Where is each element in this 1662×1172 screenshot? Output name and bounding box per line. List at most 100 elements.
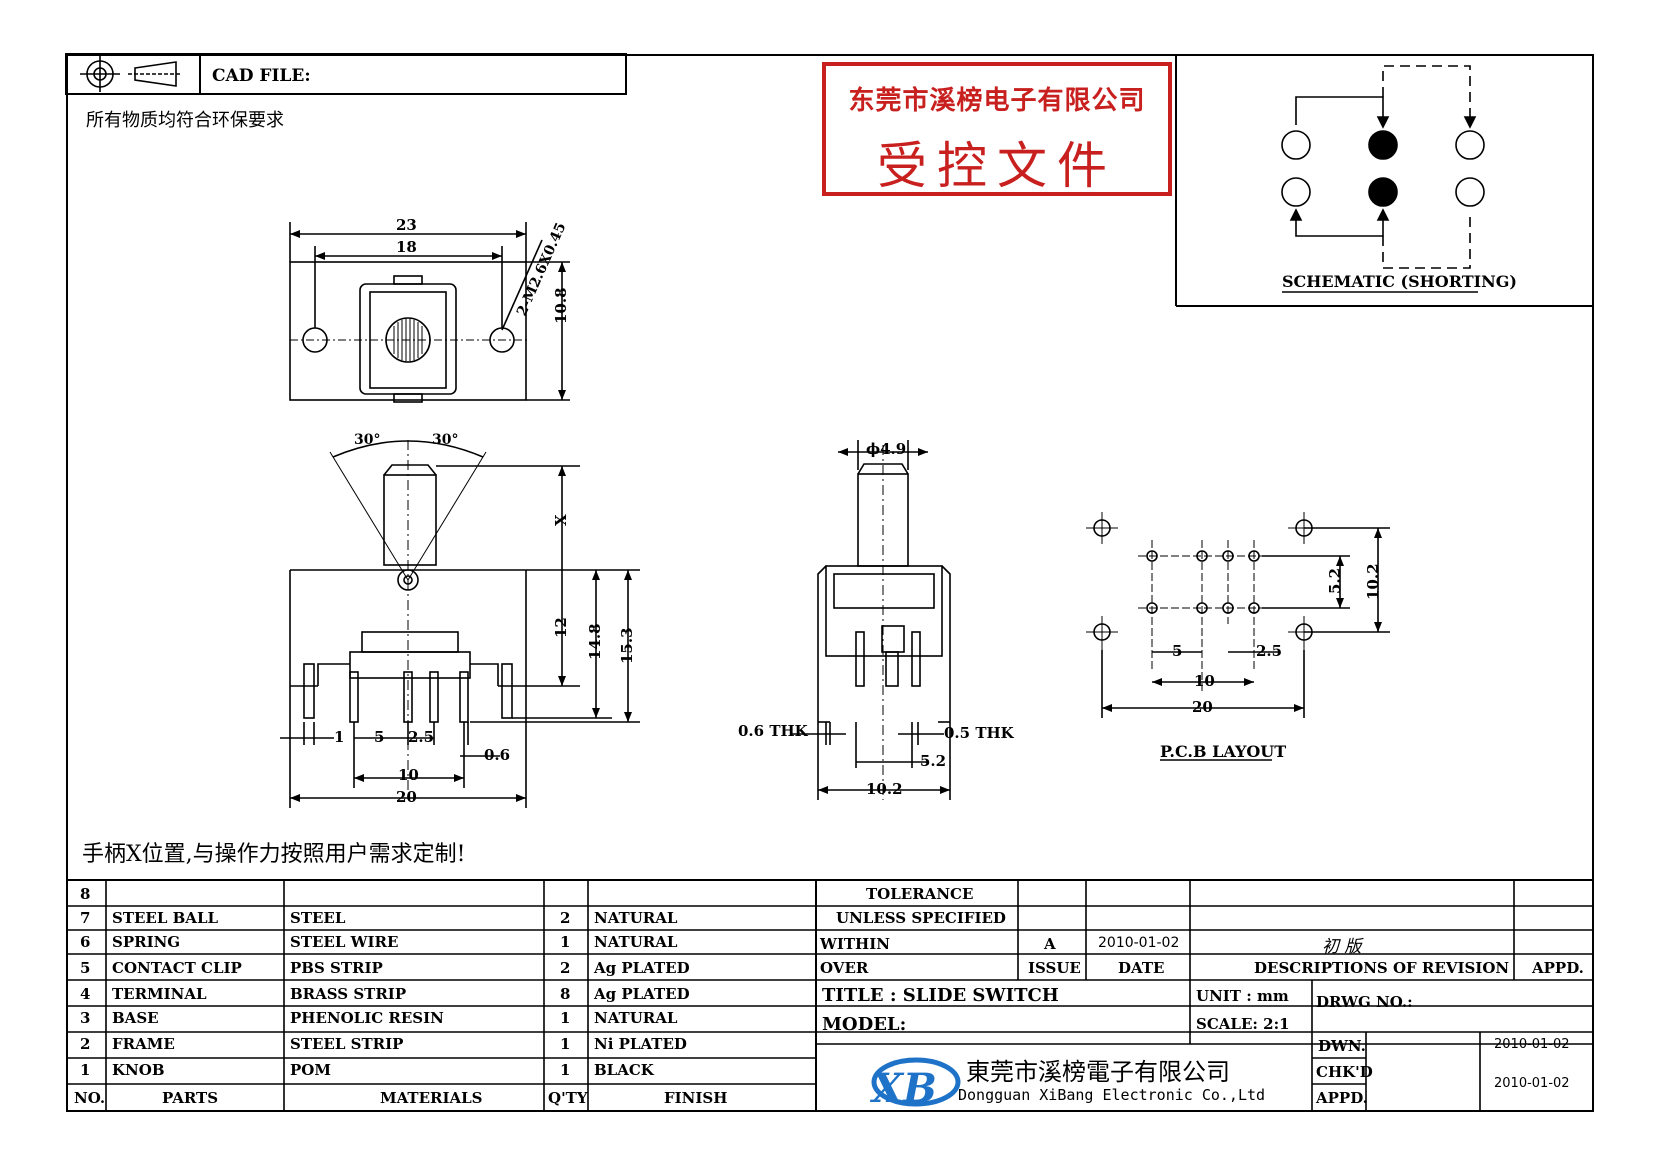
- pcb-dim-2-5: 2.5: [1256, 642, 1283, 660]
- rev-description: 初 版: [1322, 937, 1362, 957]
- bom-no: 2: [80, 1035, 91, 1053]
- dim-0-5-thk: 0.5 THK: [944, 724, 1014, 742]
- dwn-date: 2010-01-02: [1494, 1037, 1570, 1052]
- bom-finish: Ag PLATED: [594, 985, 690, 1003]
- bom-header-parts: PARTS: [162, 1089, 219, 1107]
- bom-part: SPRING: [112, 933, 181, 951]
- dim-14-8: 14.8: [586, 623, 604, 660]
- dim-dia-4-9: ϕ4.9: [866, 440, 907, 458]
- dim-23: 23: [396, 216, 417, 234]
- within-label: WITHIN: [820, 935, 890, 953]
- projection-symbol-icon: [80, 56, 182, 92]
- dim-10: 10: [398, 766, 419, 784]
- company-name-cn: 東莞市溪榜電子有限公司: [966, 1058, 1230, 1086]
- pcb-dim-20: 20: [1192, 698, 1213, 716]
- appd-rev-label: APPD.: [1532, 959, 1584, 977]
- bom-no: 8: [80, 885, 91, 903]
- controlled-document-stamp: 东莞市溪榜电子有限公司 受控文件: [822, 62, 1172, 196]
- bom-material: PBS STRIP: [290, 959, 383, 977]
- dim-angle-left: 30°: [354, 432, 381, 448]
- xibang-logo-icon: XB: [869, 1057, 961, 1112]
- pcb-dim-10: 10: [1194, 672, 1215, 690]
- issue-label: ISSUE: [1028, 959, 1081, 977]
- bom-part: FRAME: [112, 1035, 175, 1053]
- appd-label: APPD.: [1316, 1089, 1368, 1107]
- bom-header-qty: Q'TY: [548, 1089, 588, 1107]
- bom-no: 1: [80, 1061, 91, 1079]
- bom-qty: 2: [560, 959, 571, 977]
- dim-15-3: 15.3: [618, 627, 636, 664]
- drawing-title: TITLE : SLIDE SWITCH: [822, 985, 1059, 1006]
- dim-angle-right: 30°: [432, 432, 459, 448]
- bom-qty: 2: [560, 909, 571, 927]
- bom-material: STEEL WIRE: [290, 933, 399, 951]
- schematic-diagram: [1281, 65, 1485, 269]
- drwg-no-label: DRWG NO.:: [1316, 993, 1413, 1011]
- rev-issue: A: [1044, 935, 1056, 953]
- stamp-text: 受控文件: [877, 137, 1117, 195]
- bom-header-materials: MATERIALS: [380, 1089, 483, 1107]
- pcb-dim-10-2: 10.2: [1364, 563, 1382, 600]
- chkd-label: CHK'D: [1316, 1063, 1373, 1081]
- company-name-en: Dongguan XiBang Electronic Co.,Ltd: [958, 1086, 1266, 1104]
- bom-no: 3: [80, 1009, 91, 1027]
- bom-material: POM: [290, 1061, 331, 1079]
- bom-part: CONTACT CLIP: [112, 959, 242, 977]
- bom-header-no: NO.: [74, 1089, 106, 1107]
- bom-part: STEEL BALL: [112, 909, 219, 927]
- scale-label: SCALE: 2:1: [1196, 1015, 1290, 1033]
- rev-date: 2010-01-02: [1098, 935, 1180, 951]
- bom-finish: NATURAL: [594, 909, 678, 927]
- bom-qty: 1: [560, 933, 571, 951]
- unit-label: UNIT : mm: [1196, 987, 1289, 1005]
- pcb-dim-5-2: 5.2: [1326, 567, 1344, 594]
- dim-5: 5: [374, 728, 385, 746]
- top-view-drawing: [289, 222, 570, 403]
- unless-specified-label: UNLESS SPECIFIED: [836, 909, 1006, 927]
- bom-qty: 1: [560, 1035, 571, 1053]
- descriptions-label: DESCRIPTIONS OF REVISION: [1254, 959, 1510, 977]
- bom-qty: 1: [560, 1009, 571, 1027]
- pcb-layout-drawing: [1086, 512, 1390, 761]
- compliance-note: 所有物质均符合环保要求: [86, 110, 284, 131]
- bom-material: STEEL: [290, 909, 346, 927]
- dim-x: X: [552, 514, 570, 526]
- bom-finish: NATURAL: [594, 933, 678, 951]
- over-label: OVER: [820, 959, 869, 977]
- dim-12: 12: [552, 617, 570, 638]
- tolerance-label: TOLERANCE: [866, 885, 974, 903]
- bom-header-finish: FINISH: [664, 1089, 728, 1107]
- bom-no: 6: [80, 933, 91, 951]
- model-label: MODEL:: [822, 1014, 907, 1035]
- stamp-company: 东莞市溪榜电子有限公司: [848, 86, 1146, 116]
- bom-part: TERMINAL: [112, 985, 207, 1003]
- dim-0-6-thk: 0.6 THK: [738, 722, 808, 740]
- bom-material: PHENOLIC RESIN: [290, 1009, 444, 1027]
- bom-part: BASE: [112, 1009, 159, 1027]
- side-view-drawing: [280, 440, 640, 808]
- bom-finish: Ni PLATED: [594, 1035, 687, 1053]
- bom-no: 7: [80, 909, 91, 927]
- bom-finish: NATURAL: [594, 1009, 678, 1027]
- bom-material: BRASS STRIP: [290, 985, 407, 1003]
- end-view-drawing: [792, 440, 951, 800]
- dim-2-5: 2.5: [408, 728, 435, 746]
- svg-text:XB: XB: [869, 1065, 937, 1112]
- dim-10-8: 10.8: [552, 287, 570, 324]
- bom-part: KNOB: [112, 1061, 165, 1079]
- dim-10-2: 10.2: [866, 780, 903, 798]
- bom-finish: Ag PLATED: [594, 959, 690, 977]
- bom-qty: 1: [560, 1061, 571, 1079]
- bom-qty: 8: [560, 985, 571, 1003]
- dwn-label: DWN.: [1318, 1037, 1366, 1055]
- dim-20: 20: [396, 788, 417, 806]
- schematic-label: SCHEMATIC (SHORTING): [1282, 272, 1517, 291]
- date-label: DATE: [1118, 959, 1165, 977]
- customization-note: 手柄X位置,与操作力按照用户需求定制!: [82, 842, 466, 867]
- cad-file-label: CAD FILE:: [212, 66, 311, 86]
- table-grid: [66, 879, 1594, 1112]
- pcb-dim-5: 5: [1172, 642, 1183, 660]
- dim-0-6: 0.6: [484, 746, 511, 764]
- pcb-layout-label: P.C.B LAYOUT: [1160, 742, 1287, 761]
